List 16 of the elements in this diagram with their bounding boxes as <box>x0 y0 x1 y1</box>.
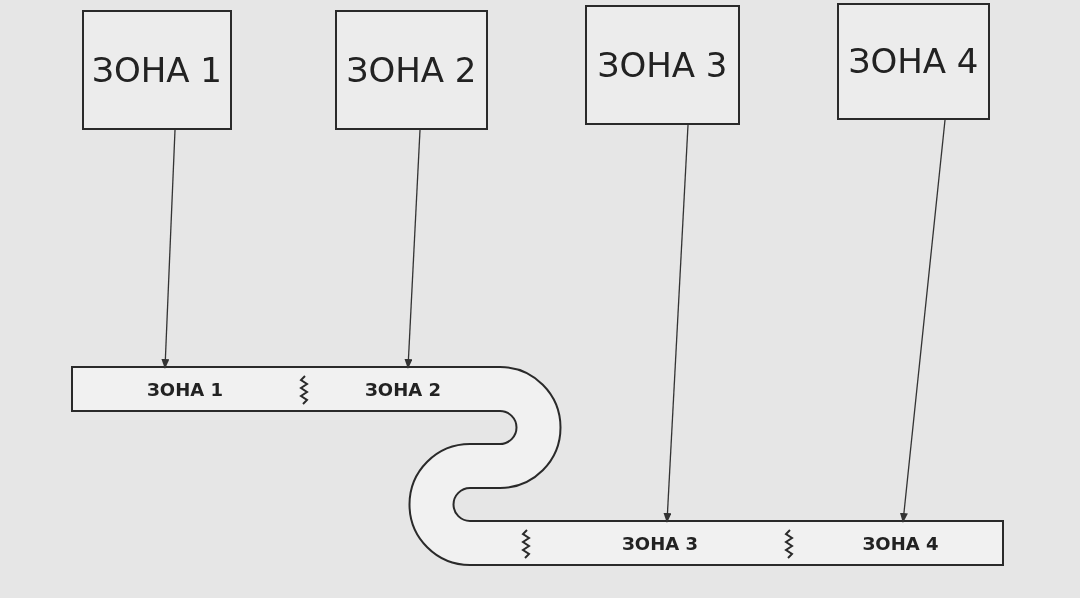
zone-box <box>82 10 232 130</box>
zone-label: ЗОНА 3 <box>597 43 728 87</box>
zone-label: ЗОНА 1 <box>92 48 222 92</box>
arrow <box>404 129 421 369</box>
zone-box <box>837 3 990 120</box>
zone-label: ЗОНА 4 <box>862 531 939 556</box>
zone-label: ЗОНА 4 <box>848 40 979 83</box>
zone-label: ЗОНА 1 <box>147 377 223 402</box>
zone-label: ЗОНА 2 <box>346 48 477 92</box>
zone-box <box>585 5 740 125</box>
zone-label: ЗОНА 2 <box>365 377 441 402</box>
arrow <box>663 124 689 523</box>
arrow <box>899 119 946 523</box>
arrow <box>161 129 176 369</box>
zone-label: ЗОНА 3 <box>622 531 698 556</box>
zone-box <box>335 10 488 130</box>
